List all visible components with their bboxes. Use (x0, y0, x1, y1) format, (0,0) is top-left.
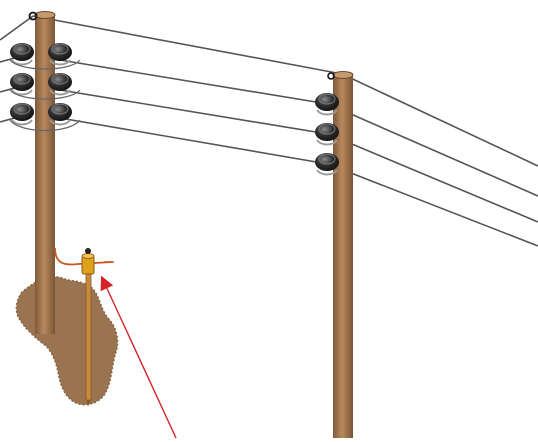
insulator (10, 43, 34, 66)
insulator (10, 103, 34, 126)
insulator (48, 43, 72, 66)
overhead-wire (327, 163, 538, 247)
right-pole-insulators (315, 93, 339, 176)
insulator (315, 123, 339, 146)
insulator (10, 73, 34, 96)
crossarm-bracket (9, 89, 81, 100)
overhead-wire (32, 15, 343, 75)
insulator (315, 93, 339, 116)
overhead-wires (0, 15, 538, 247)
pole-top-bracket (28, 11, 38, 21)
crossarm-bracket (9, 59, 81, 70)
overhead-wire (59, 89, 329, 135)
pointer-arrow (100, 275, 177, 439)
ground-lead-wire (54, 247, 113, 266)
ground-rod (85, 269, 92, 406)
overhead-wire (0, 15, 34, 41)
soil-patch (15, 276, 119, 406)
overhead-wire (59, 117, 329, 165)
left-pole (28, 11, 56, 334)
overhead-wire (327, 133, 538, 223)
left-pole-insulators (9, 43, 81, 132)
insulator (315, 153, 339, 176)
crossarm-bracket (9, 119, 81, 132)
insulator (48, 103, 72, 126)
ground-clamp (81, 248, 95, 275)
insulator (48, 73, 72, 96)
overhead-wire (59, 59, 329, 105)
overhead-wire (341, 73, 538, 167)
pole-top-bracket (327, 72, 335, 80)
overhead-wire (327, 103, 538, 197)
